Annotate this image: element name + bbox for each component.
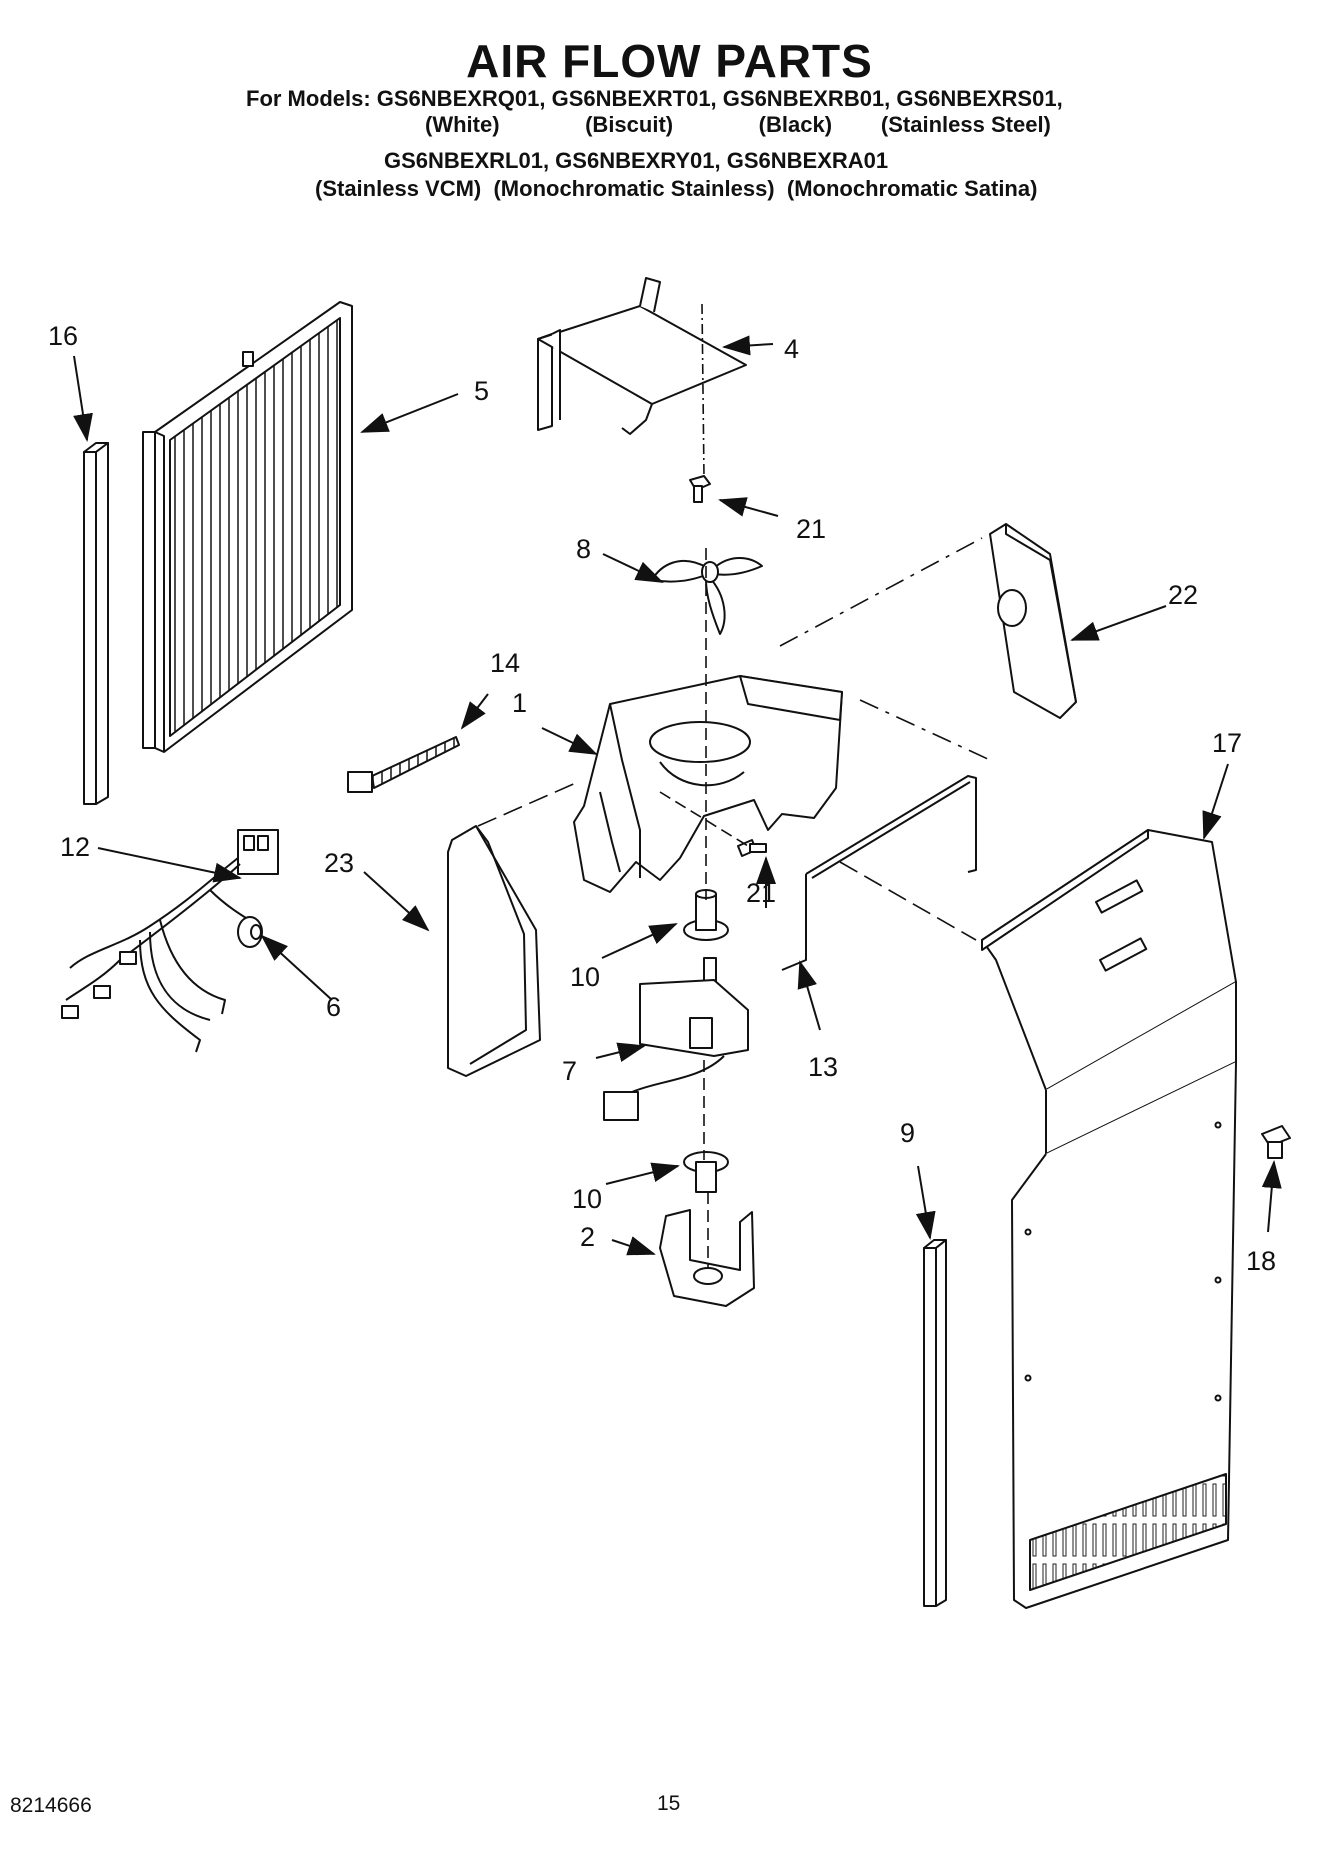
fan-motor — [603, 957, 749, 1121]
wire-clip — [781, 775, 977, 971]
callout-14: 14 — [490, 648, 520, 678]
finned-panel — [142, 301, 353, 753]
page-title: AIR FLOW PARTS — [466, 35, 873, 87]
callout-2: 2 — [580, 1222, 595, 1252]
fan-blade — [651, 557, 763, 635]
callout-17: 17 — [1212, 728, 1242, 758]
models-line-2: GS6NBEXRL01, GS6NBEXRY01, GS6NBEXRA01 — [384, 148, 889, 173]
callout-7: 7 — [562, 1056, 577, 1086]
callout-4: 4 — [784, 334, 799, 364]
callout-1: 1 — [512, 688, 527, 718]
screw-upper — [689, 475, 711, 503]
fan-bracket — [537, 277, 747, 435]
callout-6: 6 — [326, 992, 341, 1022]
gasket-strip-left — [83, 442, 109, 805]
wire-harness — [61, 829, 279, 1053]
callout-10-lower: 10 — [572, 1184, 602, 1214]
gasket-strip-right — [923, 1239, 947, 1607]
models-colors-line-1: (White) (Biscuit) (Black) (Stainless Ste… — [425, 112, 1051, 137]
callout-10-upper: 10 — [570, 962, 600, 992]
document-number: 8214666 — [10, 1794, 92, 1817]
cable-tie — [347, 736, 460, 793]
callout-16: 16 — [48, 321, 78, 351]
callout-23: 23 — [324, 848, 354, 878]
callout-21-lower: 21 — [746, 878, 776, 908]
air-duct-cover — [981, 829, 1237, 1609]
callout-9: 9 — [900, 1118, 915, 1148]
models-line-1: For Models: GS6NBEXRQ01, GS6NBEXRT01, GS… — [246, 86, 1063, 111]
callout-8: 8 — [576, 534, 591, 564]
models-colors-line-2: (Stainless VCM) (Monochromatic Stainless… — [315, 176, 1038, 201]
callout-13: 13 — [808, 1052, 838, 1082]
callout-21-upper: 21 — [796, 514, 826, 544]
callout-18: 18 — [1246, 1246, 1276, 1276]
callout-5: 5 — [474, 376, 489, 406]
screw-lower — [737, 839, 767, 857]
duct-screw — [1261, 1125, 1291, 1159]
page-number: 15 — [657, 1792, 681, 1815]
callout-22: 22 — [1168, 580, 1198, 610]
motor-bracket — [659, 1209, 755, 1307]
callout-12: 12 — [60, 832, 90, 862]
side-plate-right — [989, 523, 1077, 719]
grommet-lower — [683, 1151, 729, 1193]
side-plate-left — [447, 825, 541, 1077]
fan-housing — [573, 675, 843, 893]
